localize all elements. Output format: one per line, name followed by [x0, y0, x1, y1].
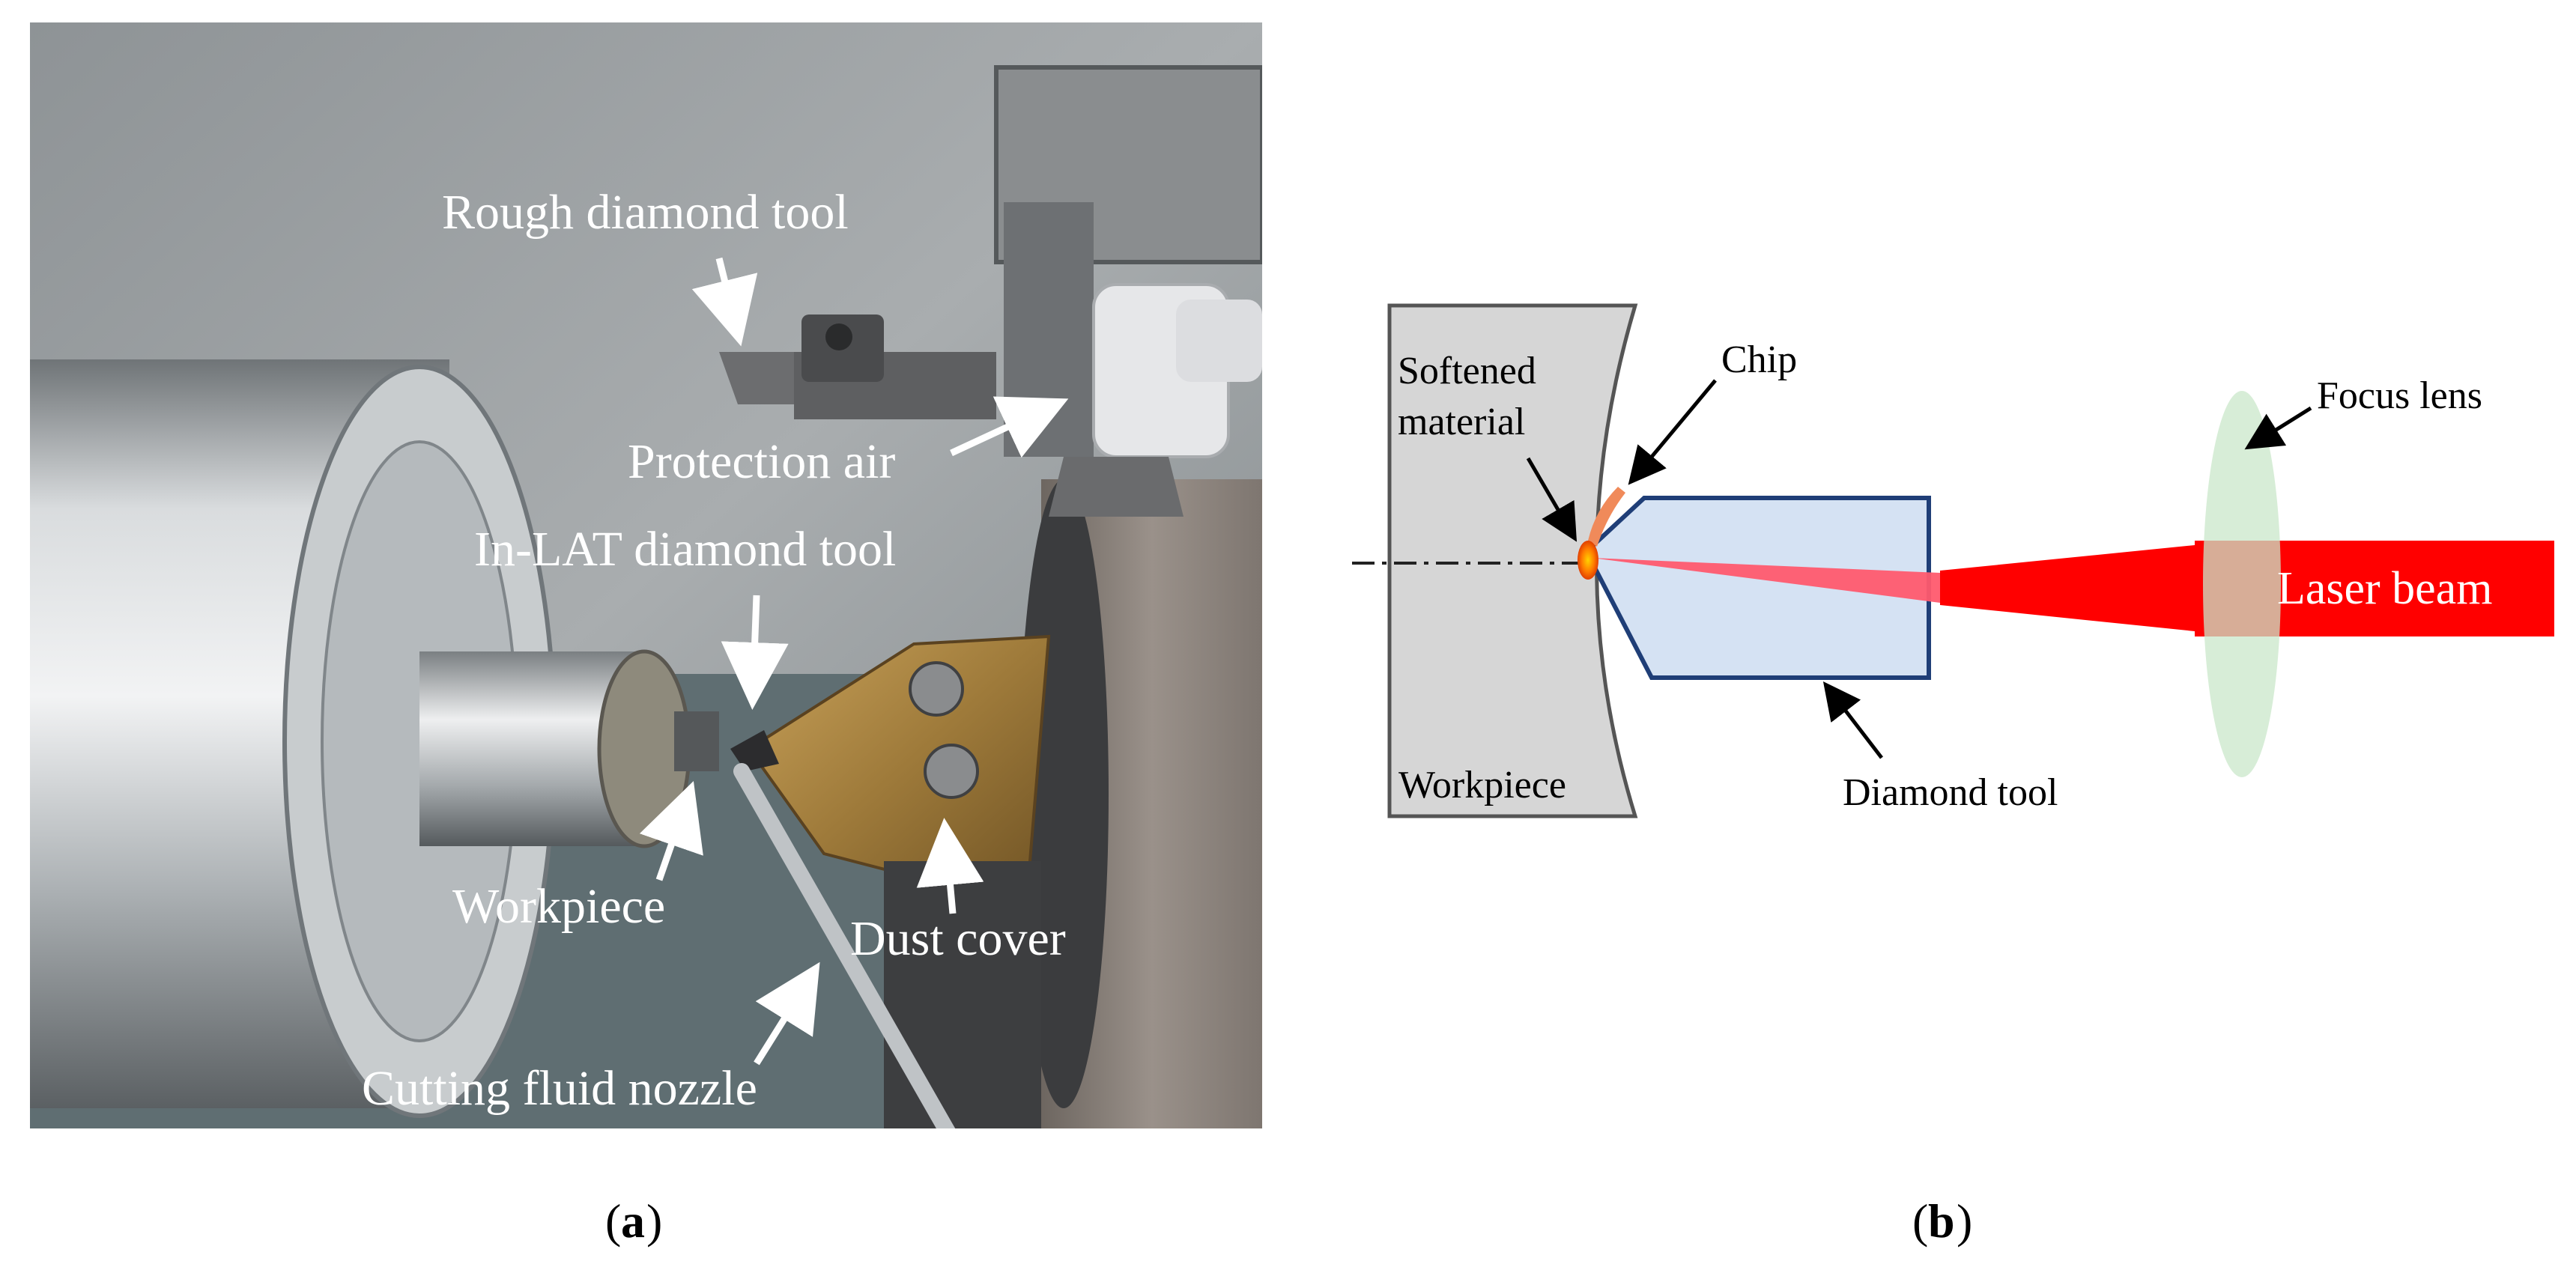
caption-a: ( a ): [605, 1194, 662, 1248]
caption-b: ( b ): [1912, 1194, 1972, 1248]
arrow-chip: [1628, 379, 1717, 485]
label-rough-tool: Rough diamond tool: [442, 185, 849, 240]
arrow-softened: [1526, 457, 1578, 542]
arrow-cutting-nozzle: [754, 961, 820, 1066]
arrow-workpiece: [639, 780, 703, 881]
panel-a-annotations: Rough diamond tool Protection air In-LAT…: [362, 185, 1069, 1116]
label-workpiece: Workpiece: [452, 879, 665, 934]
diagram-panel-b: Softened material Chip Focus lens Laser …: [1352, 303, 2554, 818]
label-softened-1: Softened: [1398, 350, 1536, 392]
label-diamond-tool: Diamond tool: [1843, 771, 2058, 814]
laser-converging: [1940, 545, 2195, 631]
arrow-focus-lens: [2244, 406, 2312, 450]
label-workpiece-b: Workpiece: [1398, 764, 1566, 806]
arrow-dust-cover: [916, 818, 984, 914]
cutting-fluid-nozzle: [733, 763, 956, 1128]
arrow-inlat-tool: [721, 595, 789, 710]
arrow-diamond-tool: [1822, 681, 1883, 759]
label-focus-lens: Focus lens: [2317, 374, 2482, 417]
arrow-protection-air: [950, 396, 1069, 458]
label-cutting-nozzle: Cutting fluid nozzle: [362, 1061, 757, 1116]
svg-text:(: (: [605, 1194, 621, 1248]
focus-lens: [2203, 391, 2281, 777]
label-chip: Chip: [1721, 338, 1797, 381]
label-dust-cover: Dust cover: [850, 911, 1066, 966]
caption-a-letter: a: [621, 1194, 645, 1248]
shaft: [419, 649, 719, 848]
photo-panel-a: [30, 22, 1262, 1128]
rough-tool-holder: [719, 315, 996, 419]
laser-in-tool: [1592, 558, 1940, 603]
label-softened-2: material: [1398, 401, 1525, 443]
label-protection-air: Protection air: [628, 434, 895, 489]
softened-material-spot: [1578, 541, 1598, 580]
svg-text:): ): [646, 1194, 662, 1248]
svg-text:(: (: [1912, 1194, 1928, 1248]
caption-b-letter: b: [1928, 1194, 1955, 1248]
svg-text:): ): [1957, 1194, 1972, 1248]
arrow-rough-tool: [691, 257, 758, 347]
inlat-tool-tip: [730, 730, 779, 771]
label-inlat-tool: In-LAT diamond tool: [474, 522, 896, 577]
chip: [1588, 487, 1625, 547]
label-laser-beam: Laser beam: [2277, 563, 2492, 614]
